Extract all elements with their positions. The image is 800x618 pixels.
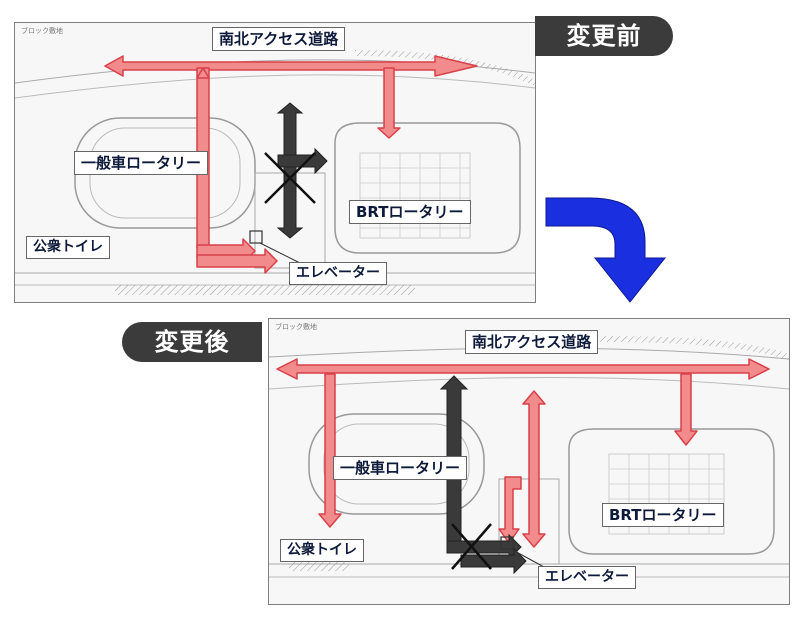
pedestrian-route-after	[276, 358, 770, 548]
elevator-leader-line	[259, 242, 301, 264]
elevator-marker	[249, 230, 263, 244]
label-elevator-after: エレベーター	[538, 566, 636, 589]
before-tag: 変更前	[535, 16, 673, 56]
blocked-route-before	[276, 102, 328, 239]
label-general-rotary-before: 一般車ロータリー	[74, 151, 209, 175]
label-access-road-before: 南北アクセス道路	[212, 27, 346, 51]
after-tag: 変更後	[122, 322, 262, 362]
plan-note: ブロック敷地	[21, 27, 63, 35]
elevator-marker	[500, 536, 514, 550]
elevator-leader-line	[510, 548, 545, 568]
label-general-rotary-after: 一般車ロータリー	[333, 456, 468, 480]
cross-mark-icon	[451, 523, 492, 570]
label-brt-rotary-after: BRTロータリー	[602, 503, 724, 527]
label-brt-rotary-before: BRTロータリー	[349, 200, 471, 224]
pedestrian-route-before	[104, 55, 478, 274]
label-access-road-after: 南北アクセス道路	[465, 330, 599, 354]
label-toilet-before: 公衆トイレ	[26, 236, 110, 259]
cross-mark-icon	[264, 152, 316, 204]
site-plan-before	[15, 50, 535, 295]
label-toilet-after: 公衆トイレ	[280, 539, 364, 562]
plan-note: ブロック敷地	[275, 323, 317, 331]
label-elevator-before: エレベーター	[289, 262, 387, 285]
curved-down-arrow-icon	[545, 197, 667, 303]
